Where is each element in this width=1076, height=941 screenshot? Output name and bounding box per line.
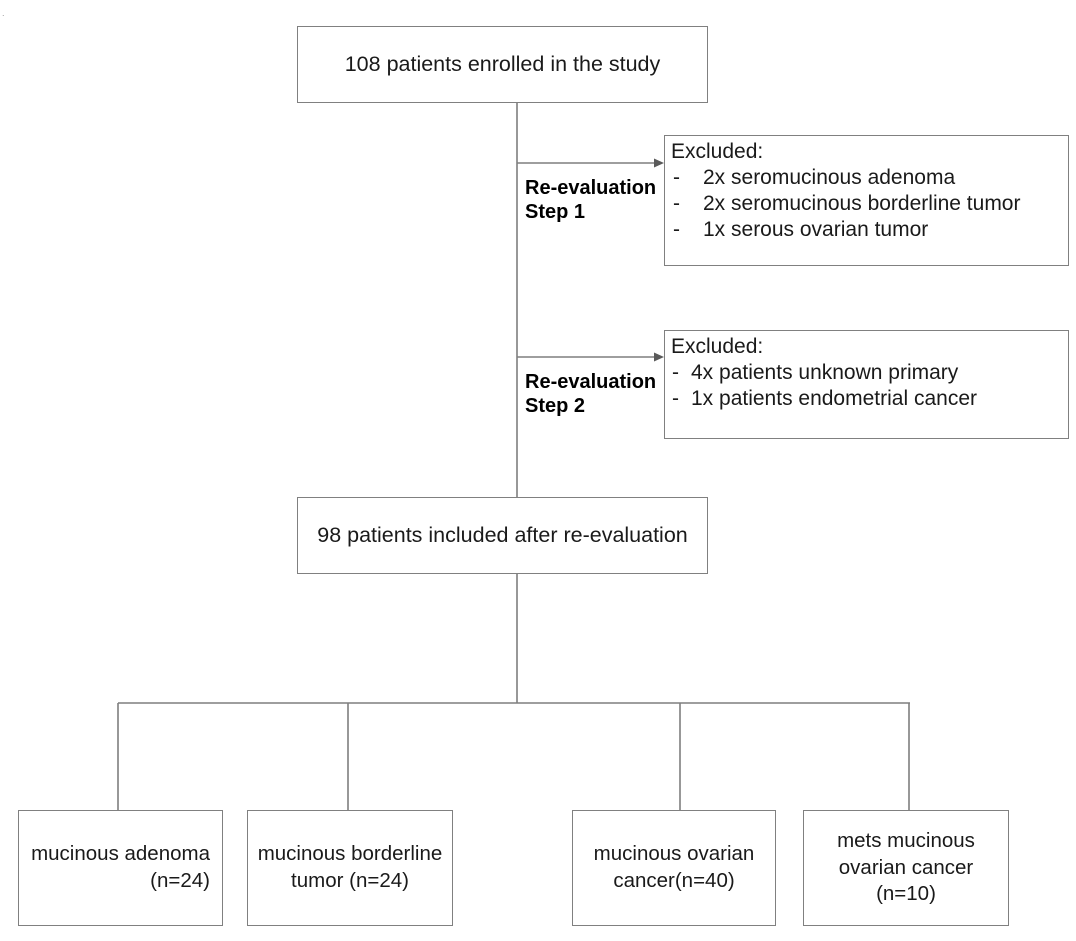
node-excluded-step-2: Excluded: - 4x patients unknown primary … — [664, 330, 1069, 439]
stray-mark: . — [2, 8, 5, 18]
list-item: - 2x seromucinous adenoma — [671, 165, 1068, 191]
node-mucinous-borderline-tumor: mucinous borderline tumor (n=24) — [247, 810, 453, 926]
list-item: - 1x serous ovarian tumor — [671, 217, 1068, 243]
label-re-evaluation-step-1: Re-evaluation Step 1 — [525, 177, 657, 224]
label-re-evaluation-step-2: Re-evaluation Step 2 — [525, 371, 657, 418]
node-mucinous-ovarian-cancer-label: mucinous ovarian cancer(n=40) — [593, 842, 755, 892]
excluded-2-item-1: 1x patients endometrial cancer — [691, 386, 977, 410]
excluded-1-item-2: 1x serous ovarian tumor — [703, 217, 929, 241]
node-mucinous-ovarian-cancer: mucinous ovarian cancer(n=40) — [572, 810, 776, 926]
excluded-2-content: Excluded: - 4x patients unknown primary … — [671, 335, 1068, 412]
node-mets-mucinous-ovarian-cancer: mets mucinous ovarian cancer (n=10) — [803, 810, 1009, 926]
excluded-1-title: Excluded: — [671, 140, 764, 163]
arrowhead-excluded-2 — [654, 352, 664, 362]
list-item: - 4x patients unknown primary — [671, 360, 1068, 386]
excluded-1-item-1: 2x seromucinous borderline tumor — [703, 191, 1021, 215]
node-included-after-reevaluation: 98 patients included after re-evaluation — [297, 497, 708, 574]
node-excluded-step-1: Excluded: - 2x seromucinous adenoma - 2x… — [664, 135, 1069, 266]
excluded-2-item-0: 4x patients unknown primary — [691, 360, 959, 384]
excluded-1-item-0: 2x seromucinous adenoma — [703, 165, 956, 189]
excluded-1-list: - 2x seromucinous adenoma - 2x seromucin… — [671, 165, 1068, 243]
excluded-2-list: - 4x patients unknown primary - 1x patie… — [671, 360, 1068, 412]
node-mucinous-adenoma: mucinous adenoma (n=24) — [18, 810, 223, 926]
node-mets-mucinous-ovarian-cancer-label: mets mucinous ovarian cancer (n=10) — [837, 829, 975, 906]
excluded-2-title: Excluded: — [671, 335, 764, 358]
node-mucinous-borderline-tumor-label: mucinous borderline tumor (n=24) — [257, 842, 443, 892]
bullet-dash: - — [673, 217, 680, 241]
bullet-dash: - — [673, 165, 680, 189]
bullet-dash: - — [673, 191, 680, 215]
node-included-label: 98 patients included after re-evaluation — [317, 522, 688, 547]
excluded-1-content: Excluded: - 2x seromucinous adenoma - 2x… — [671, 140, 1068, 243]
list-item: - 2x seromucinous borderline tumor — [671, 191, 1068, 217]
arrowhead-excluded-1 — [654, 158, 664, 168]
node-mucinous-adenoma-label: mucinous adenoma (n=24) — [31, 842, 210, 892]
node-enrolled-label: 108 patients enrolled in the study — [344, 51, 661, 76]
list-item: - 1x patients endometrial cancer — [671, 386, 1068, 412]
bullet-dash: - — [672, 360, 679, 384]
bullet-dash: - — [672, 386, 679, 410]
node-enrolled: 108 patients enrolled in the study — [297, 26, 708, 103]
